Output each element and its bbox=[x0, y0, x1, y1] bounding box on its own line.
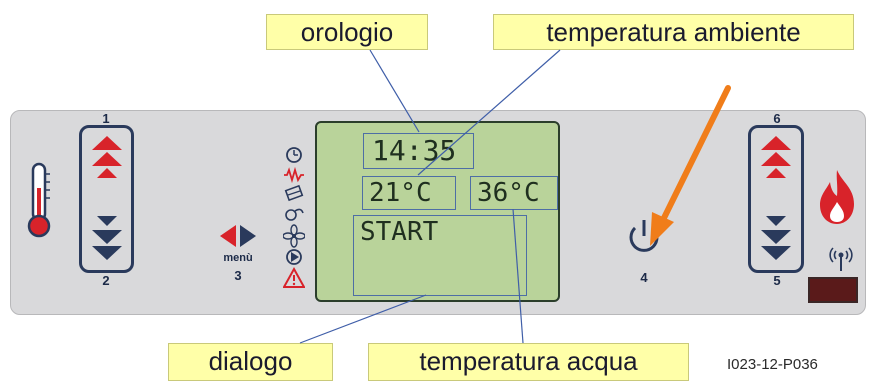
menu-arrows-icon[interactable] bbox=[218, 223, 258, 249]
button-number-6: 6 bbox=[773, 111, 781, 126]
figure-code: I023-12-P036 bbox=[727, 356, 818, 373]
receiver-window bbox=[808, 277, 858, 303]
dialog-message: START bbox=[353, 215, 527, 296]
clock-icon bbox=[286, 147, 302, 163]
resistor-icon bbox=[284, 166, 304, 184]
pellet-icon bbox=[284, 184, 304, 202]
button-number-1: 1 bbox=[102, 111, 110, 126]
warning-icon bbox=[283, 266, 305, 288]
thermometer-icon bbox=[27, 162, 51, 238]
room-temperature-readout: 21°C bbox=[362, 176, 456, 210]
callout-clock: orologio bbox=[266, 14, 428, 50]
decrease-button-5[interactable] bbox=[757, 214, 795, 262]
flame-icon bbox=[820, 170, 854, 224]
button-number-4: 4 bbox=[640, 270, 648, 285]
status-icons-column bbox=[283, 147, 305, 288]
right-button-group bbox=[748, 125, 804, 273]
time-readout: 14:35 bbox=[363, 133, 474, 169]
increase-button-1[interactable] bbox=[88, 134, 126, 182]
decrease-button-2[interactable] bbox=[88, 214, 126, 262]
fan-curve-icon bbox=[285, 208, 304, 221]
antenna-signal-icon bbox=[829, 247, 853, 271]
power-button[interactable] bbox=[624, 216, 664, 256]
increase-button-6[interactable] bbox=[757, 134, 795, 182]
menu-label: menù bbox=[223, 252, 253, 264]
button-number-3: 3 bbox=[234, 268, 242, 283]
button-number-2: 2 bbox=[102, 273, 110, 288]
water-temperature-readout: 36°C bbox=[470, 176, 558, 210]
callout-dialog: dialogo bbox=[168, 343, 333, 381]
fan-icon bbox=[283, 224, 305, 248]
left-button-group bbox=[79, 125, 134, 273]
callout-room-temperature: temperatura ambiente bbox=[493, 14, 854, 50]
play-icon bbox=[286, 249, 302, 265]
button-number-5: 5 bbox=[773, 273, 781, 288]
callout-water-temperature: temperatura acqua bbox=[368, 343, 689, 381]
